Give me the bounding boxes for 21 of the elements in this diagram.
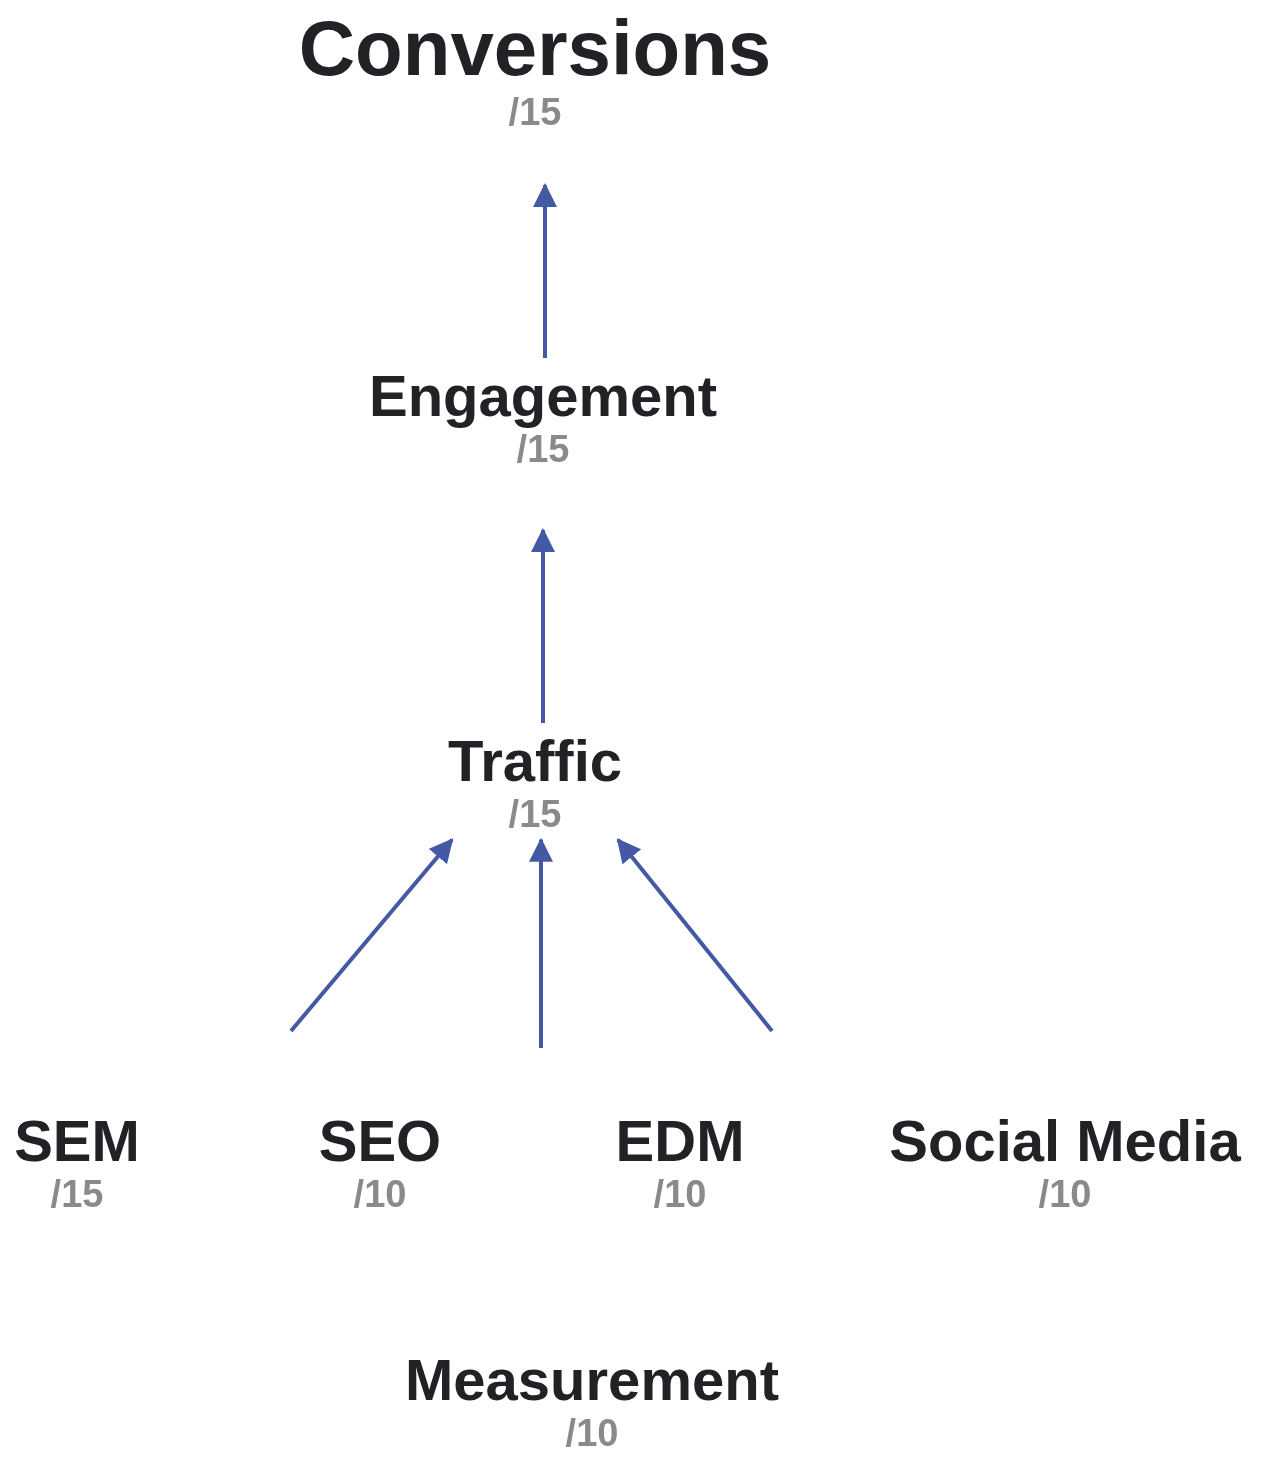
arrow: [289, 838, 454, 1033]
score-label: /10: [565, 1412, 619, 1455]
node-title: Conversions: [298, 8, 772, 90]
score-label: /10: [1038, 1173, 1092, 1216]
score-label: /10: [653, 1173, 707, 1216]
node-title: SEO: [318, 1111, 442, 1172]
arrow: [531, 528, 555, 723]
node-title: Traffic: [447, 731, 623, 792]
node-title: Engagement: [368, 366, 718, 427]
score-label: /15: [508, 91, 562, 134]
node-title: SEM: [14, 1111, 140, 1172]
arrow: [533, 183, 557, 358]
node-title: Social Media: [889, 1111, 1241, 1172]
score-label: /15: [516, 428, 570, 471]
score-label: /15: [50, 1173, 104, 1216]
node-title: Measurement: [405, 1350, 779, 1411]
arrow: [616, 838, 774, 1033]
node-title: EDM: [615, 1111, 745, 1172]
score-label: /10: [353, 1173, 407, 1216]
arrow: [529, 837, 553, 1048]
score-label: /15: [508, 793, 562, 836]
